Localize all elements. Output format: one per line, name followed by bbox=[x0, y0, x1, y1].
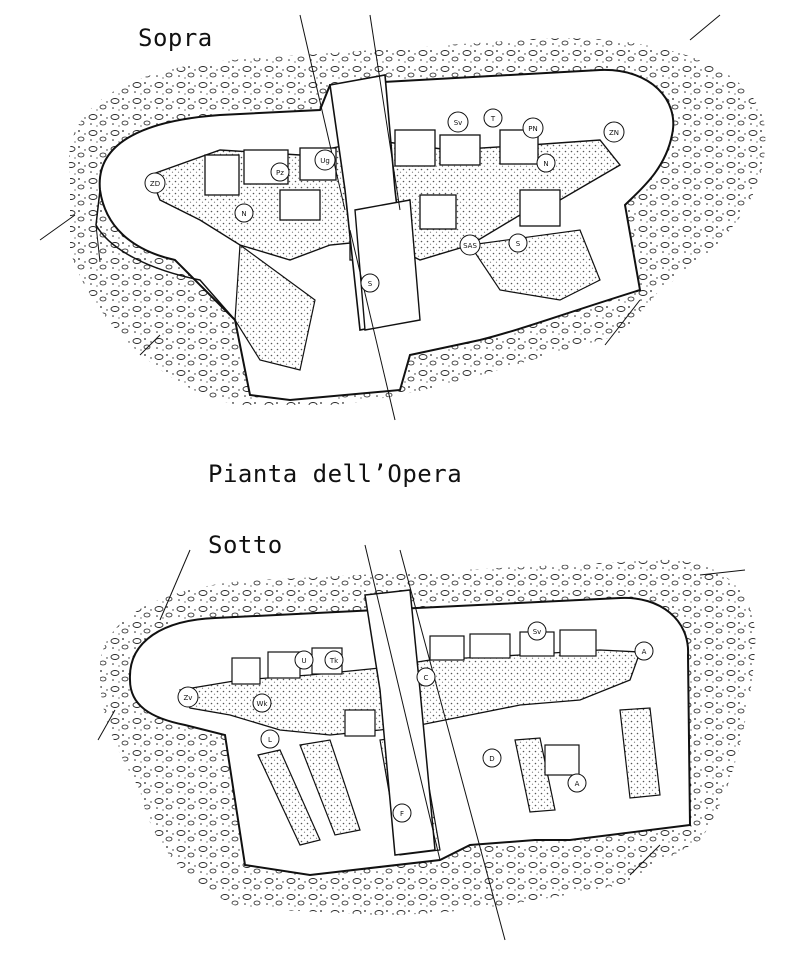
room-label: F bbox=[400, 810, 404, 818]
room-marker bbox=[360, 273, 380, 293]
room-marker bbox=[144, 172, 166, 194]
room-marker bbox=[527, 621, 547, 641]
room-label: C bbox=[424, 674, 429, 682]
room-marker bbox=[252, 693, 272, 713]
caption-lower-level: Sotto bbox=[208, 531, 283, 559]
room-label-texts: Zv Wk L U Tk C Sv A D A F bbox=[184, 628, 647, 818]
room-marker bbox=[294, 650, 314, 670]
section-lines bbox=[39, 14, 721, 421]
room-label: T bbox=[490, 115, 496, 123]
room-marker bbox=[459, 234, 481, 256]
room-label: PN bbox=[528, 125, 537, 133]
room-label: A bbox=[642, 648, 647, 656]
room-label: D bbox=[489, 755, 494, 763]
room-label: L bbox=[268, 736, 272, 744]
room-label: Ug bbox=[320, 157, 330, 165]
room-label: S bbox=[516, 240, 521, 248]
section-lines bbox=[97, 544, 746, 941]
room-label-markers bbox=[177, 621, 654, 823]
room-marker bbox=[314, 149, 336, 171]
room-label: SAS bbox=[463, 242, 477, 250]
room-marker bbox=[260, 729, 280, 749]
room-marker bbox=[270, 162, 290, 182]
caption-plan-title: Pianta dell’Opera bbox=[208, 460, 463, 488]
room-label: U bbox=[301, 657, 306, 665]
room-marker bbox=[447, 111, 469, 133]
room-label-markers bbox=[144, 108, 625, 293]
room-label: Pz bbox=[276, 169, 284, 177]
room-label: Zv bbox=[184, 694, 193, 702]
room-marker bbox=[508, 233, 528, 253]
room-label: Sv bbox=[533, 628, 542, 636]
room-marker bbox=[603, 121, 625, 143]
room-marker bbox=[234, 203, 254, 223]
room-label-texts: ZD N Pz Ug Sv T PN ZN N SAS S S bbox=[150, 115, 619, 288]
room-marker bbox=[324, 650, 344, 670]
room-label: Sv bbox=[454, 119, 463, 127]
room-blocks bbox=[204, 129, 561, 261]
room-label: ZN bbox=[609, 129, 619, 137]
room-label: N bbox=[241, 210, 246, 218]
lower-level-plan: Zv Wk L U Tk C Sv A D A F bbox=[97, 544, 756, 941]
caption-upper-level: Sopra bbox=[138, 24, 213, 52]
room-marker bbox=[392, 803, 412, 823]
room-marker bbox=[416, 667, 436, 687]
room-marker bbox=[536, 153, 556, 173]
room-marker bbox=[483, 108, 503, 128]
room-label: ZD bbox=[150, 180, 160, 188]
room-label: N bbox=[543, 160, 548, 168]
room-marker bbox=[177, 686, 199, 708]
room-marker bbox=[634, 641, 654, 661]
room-marker bbox=[482, 748, 502, 768]
room-label: A bbox=[575, 780, 580, 788]
section-cut-block bbox=[329, 74, 421, 331]
room-marker bbox=[522, 117, 544, 139]
upper-level-plan: ZD N Pz Ug Sv T PN ZN N SAS S S bbox=[39, 14, 766, 421]
room-marker bbox=[567, 773, 587, 793]
room-label: Wk bbox=[257, 700, 269, 708]
room-label: Tk bbox=[329, 657, 339, 665]
section-cut-block bbox=[364, 589, 436, 856]
room-label: S bbox=[368, 280, 373, 288]
